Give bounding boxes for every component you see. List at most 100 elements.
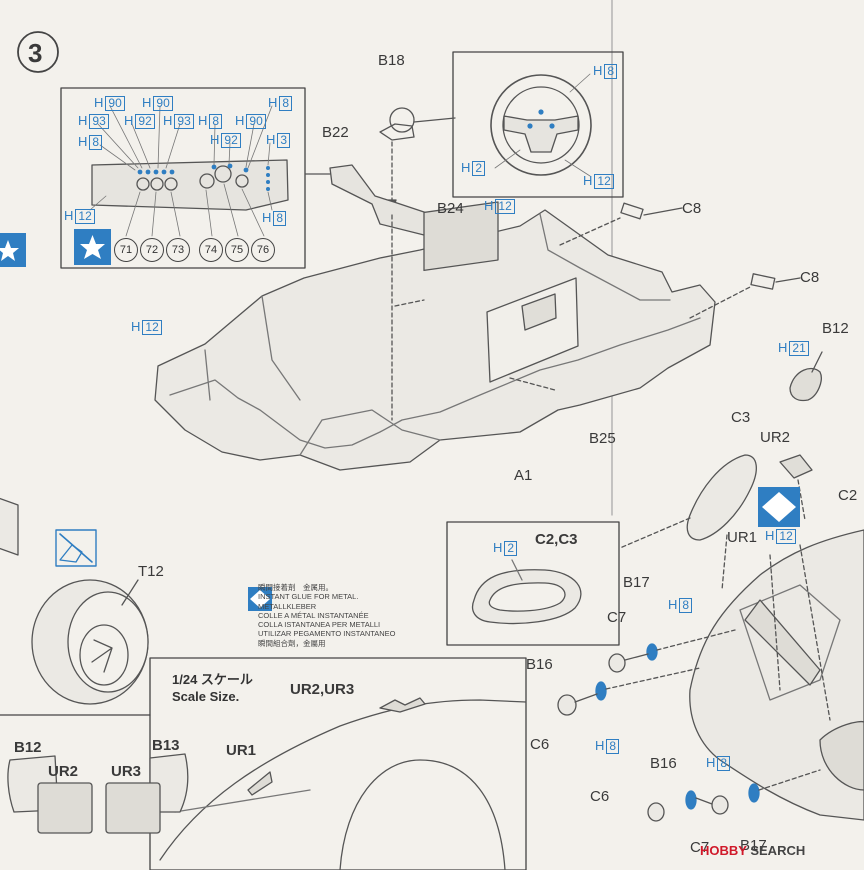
part-label-c8-right: C8 <box>800 269 820 286</box>
callout-72: 72 <box>140 238 164 262</box>
steering-wheel-rim <box>490 74 592 176</box>
c7-part <box>608 653 626 673</box>
part-label-c8-top: C8 <box>682 200 702 217</box>
ur2-flap <box>37 782 93 834</box>
dashboard-paint-dots <box>137 163 270 191</box>
part-label-b17: B17 <box>623 574 650 591</box>
b24-part <box>423 201 499 272</box>
part-label-ur1: UR1 <box>727 529 758 546</box>
b18-part <box>389 107 415 133</box>
step-circle <box>17 31 59 73</box>
part-label-a1: A1 <box>514 467 533 484</box>
callout-71: 71 <box>114 238 138 262</box>
c7-part-lower <box>711 795 729 815</box>
part-label-b16-lower: B16 <box>650 755 677 772</box>
star-icon <box>80 235 105 259</box>
part-label-c2: C2 <box>838 487 858 504</box>
inset-label-ur2-ur3: UR2,UR3 <box>290 681 355 698</box>
part-label-b25: B25 <box>589 430 616 447</box>
b17-part-lower <box>748 783 760 803</box>
part-label-c2c3: C2,C3 <box>535 531 578 548</box>
part-label-c6: C6 <box>530 736 550 753</box>
b16-part <box>595 681 607 701</box>
dashboard-part <box>91 159 289 211</box>
wheel-rim <box>79 624 129 686</box>
c8-part-top <box>620 202 644 220</box>
glue-diamond-icon <box>250 590 270 608</box>
part-label-c7-lower: C7 <box>690 839 710 856</box>
c3-part <box>686 454 757 541</box>
callout-76: 76 <box>251 238 275 262</box>
diamond-icon <box>762 492 796 522</box>
part-label-b18: B18 <box>378 52 405 69</box>
inset-label-b12: B12 <box>14 739 42 756</box>
c2c3-detail-frame <box>446 521 620 646</box>
callout-75: 75 <box>225 238 249 262</box>
part-label-c7: C7 <box>607 609 627 626</box>
c6-part <box>557 694 577 716</box>
no-glue-badge <box>55 529 97 567</box>
inset-label-ur1: UR1 <box>226 742 257 759</box>
inset-label-ur3: UR3 <box>111 763 142 780</box>
gauge-cluster <box>136 165 249 191</box>
callout-74: 74 <box>199 238 223 262</box>
ur3-flap <box>105 782 161 834</box>
step-number: 3 <box>28 38 43 68</box>
steering-wheel-spokes <box>503 115 579 153</box>
inset-label-b13: B13 <box>152 737 180 754</box>
part-label-b17-lower: B17 <box>740 837 767 854</box>
b22-part <box>329 164 431 237</box>
steering-wheel-frame <box>452 51 624 198</box>
ur2-part <box>779 454 813 479</box>
part-label-c6-lower: C6 <box>590 788 610 805</box>
part-label-t12: T12 <box>138 563 164 580</box>
b12-part <box>789 367 822 402</box>
b16-part-lower <box>685 790 697 810</box>
scale-caption: 1/24 スケール Scale Size. <box>172 672 253 704</box>
glue-notes: 瞬間接着剤 金属用。 INSTANT GLUE FOR METAL. METAL… <box>258 583 396 648</box>
part-label-b16: B16 <box>526 656 553 673</box>
callout-73: 73 <box>166 238 190 262</box>
part-label-b22: B22 <box>322 124 349 141</box>
part-label-c3: C3 <box>731 409 751 426</box>
part-label-b24: B24 <box>437 200 464 217</box>
steering-wheel-inner <box>502 86 580 164</box>
dashboard-panel-frame <box>60 87 306 269</box>
c6-part-lower <box>647 802 665 822</box>
dashboard-leader-lines <box>89 105 273 237</box>
part-label-b12: B12 <box>822 320 849 337</box>
a1-tub-part <box>154 209 716 471</box>
watermark: HOBBY SEARCH <box>700 843 806 858</box>
left-star-icon <box>0 240 19 261</box>
part-label-ur2: UR2 <box>760 429 791 446</box>
c8-part-right <box>750 273 776 290</box>
b17-part <box>646 643 658 661</box>
inset-label-ur2: UR2 <box>48 763 79 780</box>
